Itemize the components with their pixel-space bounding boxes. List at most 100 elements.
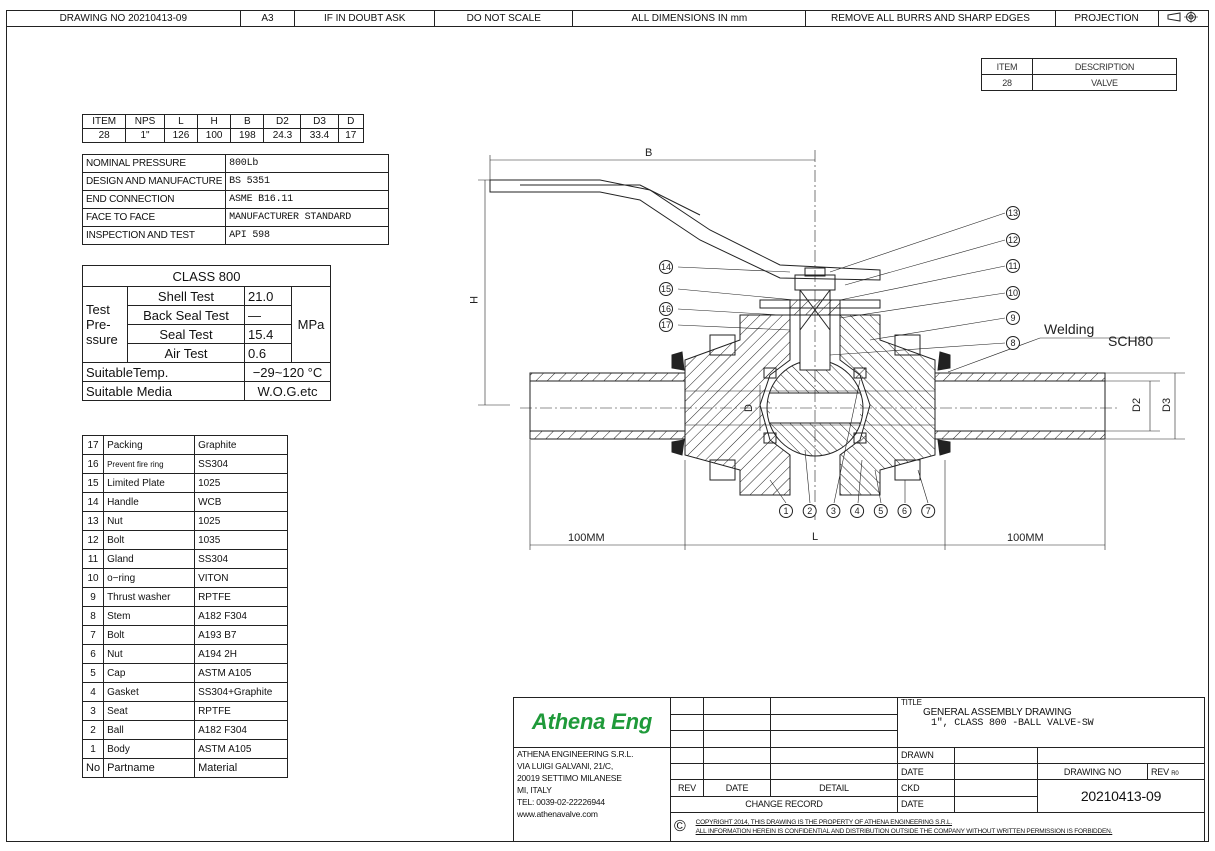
balloon-number: 6 <box>902 506 907 516</box>
balloon-number: 4 <box>855 506 860 516</box>
dimension-table: ITEM NPS L H B D2 D3 D 28 1" 126 100 198… <box>81 114 365 143</box>
item-value: 28 <box>981 74 1033 91</box>
part-material: SS304 <box>194 549 288 569</box>
right-pipe-length: 100MM <box>1007 532 1044 544</box>
test-value: 0.6 <box>244 343 292 363</box>
sch-label: SCH80 <box>1108 333 1153 349</box>
part-material: 1025 <box>194 511 288 531</box>
detail-header: DETAIL <box>770 779 898 797</box>
part-material: WCB <box>194 492 288 512</box>
part-number: No <box>81 758 105 778</box>
temp-value: −29~120 °C <box>244 362 331 382</box>
projection-icon <box>1157 10 1210 27</box>
dim-d2-label: D2 <box>1131 398 1143 412</box>
test-name: Air Test <box>127 343 245 363</box>
dim-header: D3 <box>300 114 339 129</box>
spec-label: FACE TO FACE <box>81 208 227 227</box>
ckd-label: CKD <box>897 779 955 797</box>
drawing-number: 20210413-09 <box>1037 779 1205 813</box>
spec-value: MANUFACTURER STANDARD <box>225 208 389 227</box>
copyright-line-2: ALL INFORMATION HEREIN IS CONFIDENTIAL A… <box>695 827 1113 835</box>
test-name: Shell Test <box>127 286 245 306</box>
rev-value: R0 <box>1171 770 1179 777</box>
temp-label: SuitableTemp. <box>82 362 245 382</box>
rev-header: REV <box>670 779 704 797</box>
part-material: SS304 <box>194 454 288 474</box>
part-balloon <box>1006 206 1020 220</box>
part-name: Body <box>103 739 196 759</box>
media-label: Suitable Media <box>82 381 245 401</box>
part-number: 12 <box>81 530 105 550</box>
balloon-number: 2 <box>807 506 812 516</box>
part-name: Packing <box>103 435 196 455</box>
spec-label: END CONNECTION <box>81 190 227 209</box>
valve-assembly-drawing: B H L D D2 D3 100MM 100MM Welding SCH80 … <box>470 147 1185 550</box>
drawn-label: DRAWN <box>897 746 955 765</box>
test-pressure-label: Test Pre- ssure <box>82 286 128 363</box>
part-balloon <box>1006 233 1020 247</box>
part-name: Cap <box>103 663 196 683</box>
dim-cell: 126 <box>163 128 199 143</box>
part-balloon <box>779 504 793 518</box>
dim-header: D2 <box>263 114 302 129</box>
part-name: Thrust washer <box>103 587 196 607</box>
part-balloon <box>1006 336 1020 350</box>
dim-l-label: L <box>812 531 818 543</box>
athena-logo: Athena Eng <box>531 709 653 735</box>
test-value: 15.4 <box>244 324 292 344</box>
test-name: Seal Test <box>127 324 245 344</box>
address-line-2: 20019 SETTIMO MILANESE <box>517 772 622 783</box>
telephone: TEL: 0039-02-22226944 <box>517 796 605 807</box>
title-cell: TITLE GENERAL ASSEMBLY DRAWING 1", CLASS… <box>897 697 1205 748</box>
spec-label: NOMINAL PRESSURE <box>81 154 227 173</box>
item-header: ITEM <box>981 58 1033 75</box>
part-number: 2 <box>81 720 105 740</box>
title-label: TITLE <box>901 698 922 707</box>
dim-header: B <box>230 114 265 129</box>
dim-header: ITEM <box>81 114 127 129</box>
part-number: 5 <box>81 663 105 683</box>
part-number: 3 <box>81 701 105 721</box>
part-name: Bolt <box>103 530 196 550</box>
part-material: A182 F304 <box>194 720 288 740</box>
copyright-line-1: COPYRIGHT 2014, THIS DRAWING IS THE PROP… <box>695 818 953 826</box>
dim-cell: 28 <box>81 128 127 143</box>
dim-cell: 1" <box>125 128 165 143</box>
part-material: Material <box>194 758 288 778</box>
dim-header: NPS <box>125 114 165 129</box>
part-name: Gland <box>103 549 196 569</box>
part-material: 1035 <box>194 530 288 550</box>
part-balloon <box>802 504 817 518</box>
pressure-unit: MPa <box>291 286 331 363</box>
balloon-number: 13 <box>1008 208 1018 218</box>
balloon-number: 16 <box>661 304 671 314</box>
balloon-number: 7 <box>926 506 931 516</box>
spec-label: DESIGN AND MANUFACTURE <box>81 172 227 191</box>
spec-value: BS 5351 <box>225 172 389 191</box>
spec-label: INSPECTION AND TEST <box>81 226 227 245</box>
balloon-number: 3 <box>831 506 836 516</box>
dim-h-label: H <box>470 296 479 304</box>
doubt-note: IF IN DOUBT ASK <box>294 10 436 27</box>
part-material: A193 B7 <box>194 625 288 645</box>
dim-d-label: D <box>743 404 755 412</box>
part-name: Bolt <box>103 625 196 645</box>
drawing-no-label: DRAWING NO <box>1037 763 1148 781</box>
logo-cell: Athena Eng <box>513 697 671 748</box>
address-line-3: MI, ITALY <box>517 784 552 795</box>
change-record-label: CHANGE RECORD <box>670 795 898 813</box>
part-name: Prevent fire ring <box>103 454 196 474</box>
welding-label: Welding <box>1044 321 1094 337</box>
part-material: A182 F304 <box>194 606 288 626</box>
title-block: Athena Eng TITLE GENERAL ASSEMBLY DRAWIN… <box>513 697 1205 843</box>
